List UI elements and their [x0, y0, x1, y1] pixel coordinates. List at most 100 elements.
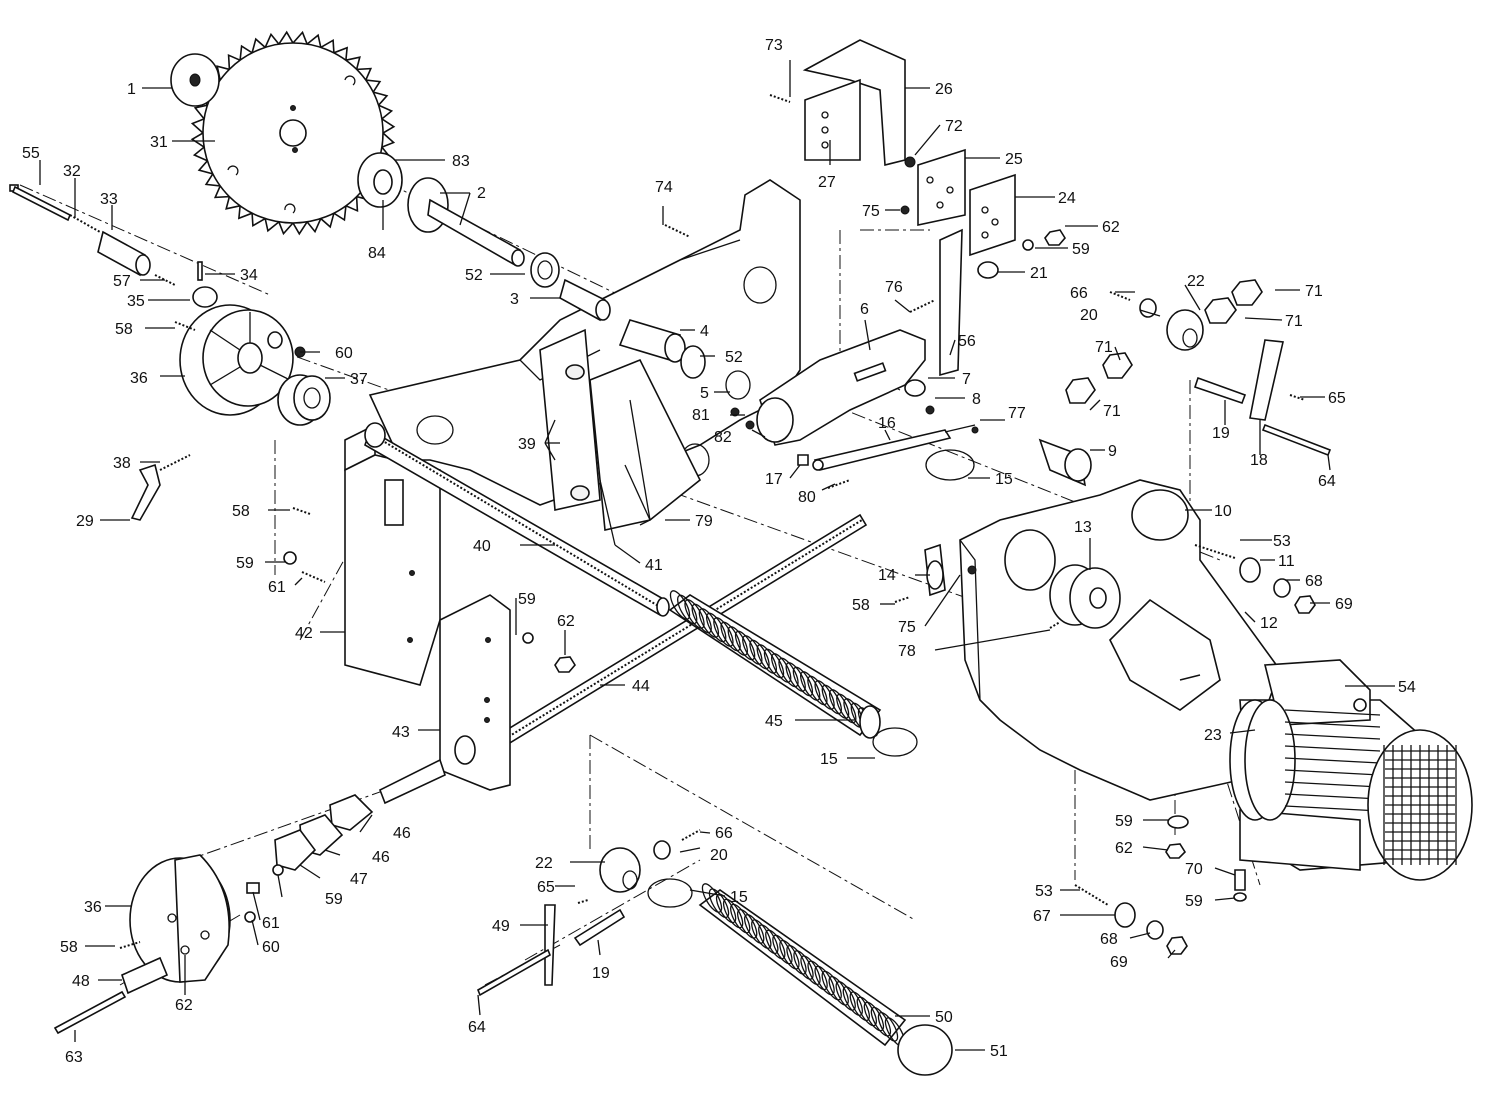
callout-5: 5 — [700, 385, 709, 402]
callout-16: 16 — [878, 415, 896, 432]
flange-1 — [170, 53, 220, 107]
callout-46a: 46 — [393, 825, 411, 842]
screw-74 — [664, 224, 691, 238]
callout-52b: 52 — [725, 349, 743, 366]
callout-65a: 65 — [1328, 390, 1346, 407]
bolt-55 — [9, 184, 72, 222]
callout-21: 21 — [1030, 265, 1048, 282]
callout-63: 63 — [65, 1049, 83, 1066]
callout-62b: 62 — [1102, 219, 1120, 236]
callout-74: 74 — [655, 179, 673, 196]
washer-59-frame — [283, 551, 297, 565]
callout-80: 80 — [798, 489, 816, 506]
callout-58a: 58 — [115, 321, 133, 338]
callout-66b: 66 — [715, 825, 733, 842]
callout-59c: 59 — [1072, 241, 1090, 258]
callout-36b: 36 — [84, 899, 102, 916]
washer-68-lower — [1146, 920, 1164, 940]
lead-screw-40 — [364, 422, 670, 617]
callout-3: 3 — [510, 291, 519, 308]
callout-32: 32 — [63, 163, 81, 180]
screw-82 — [745, 420, 755, 430]
callout-57: 57 — [113, 273, 131, 290]
bolt-64-upper — [1261, 423, 1332, 457]
screw-58-upper — [174, 321, 196, 331]
nut-62-right — [1165, 843, 1187, 859]
callout-62a: 62 — [557, 613, 575, 630]
spacer-20-lower — [653, 840, 671, 860]
callout-69b: 69 — [1110, 954, 1128, 971]
saw-blade — [190, 30, 396, 236]
callout-33: 33 — [100, 191, 118, 208]
callout-59d: 59 — [325, 891, 343, 908]
callout-37: 37 — [350, 371, 368, 388]
nut-62-upper — [1044, 229, 1066, 246]
callout-59a: 59 — [236, 555, 254, 572]
callout-56: 56 — [958, 333, 976, 350]
nut-69-upper — [1294, 595, 1316, 614]
pin-34 — [197, 261, 203, 281]
hub-35 — [192, 286, 218, 308]
nut-71d — [1065, 377, 1096, 404]
callout-36a: 36 — [130, 370, 148, 387]
callout-77: 77 — [1008, 405, 1026, 422]
washer-68-upper — [1273, 578, 1291, 598]
nut-22-upper — [1166, 309, 1204, 351]
screw-58-center — [894, 596, 911, 603]
callout-8: 8 — [972, 391, 981, 408]
plate-43 — [439, 594, 511, 791]
bearing-52a — [530, 252, 560, 288]
callout-12: 12 — [1260, 615, 1278, 632]
callout-58c: 58 — [852, 597, 870, 614]
callout-1: 1 — [127, 81, 136, 98]
callout-2: 2 — [477, 185, 486, 202]
callout-50: 50 — [935, 1009, 953, 1026]
nut-71a — [1231, 279, 1263, 306]
callout-49: 49 — [492, 918, 510, 935]
callout-70: 70 — [1185, 861, 1203, 878]
callout-4: 4 — [700, 323, 709, 340]
callout-76: 76 — [885, 279, 903, 296]
screw-80 — [827, 479, 851, 489]
callout-71a: 71 — [1305, 283, 1323, 300]
callout-34: 34 — [240, 267, 258, 284]
bushing-4 — [618, 319, 686, 363]
link-49 — [544, 904, 556, 986]
callout-46b: 46 — [372, 849, 390, 866]
washer-59-motor — [1233, 892, 1247, 902]
washer-11 — [1239, 557, 1261, 583]
bushing-9 — [1038, 438, 1092, 487]
bolt-70 — [1234, 869, 1246, 891]
motor-housing — [959, 479, 1281, 801]
callout-42: 42 — [295, 625, 313, 642]
callout-25: 25 — [1005, 151, 1023, 168]
pin-19-lower — [573, 908, 626, 947]
callout-20b: 20 — [710, 847, 728, 864]
callout-13: 13 — [1074, 519, 1092, 536]
washer-59-center — [522, 632, 534, 644]
callout-81: 81 — [692, 407, 710, 424]
callout-22b: 22 — [535, 855, 553, 872]
bearing-52b — [680, 345, 706, 379]
plate-24 — [969, 173, 1016, 257]
callout-15a: 15 — [995, 471, 1013, 488]
nut-71c — [1102, 352, 1133, 379]
plates-39-41 — [539, 328, 702, 531]
callout-69a: 69 — [1335, 596, 1353, 613]
callout-71b: 71 — [1285, 313, 1303, 330]
shaft-lower — [378, 758, 446, 805]
callout-11: 11 — [1278, 553, 1295, 570]
callout-84: 84 — [368, 245, 386, 262]
callout-71d: 71 — [1103, 403, 1121, 420]
strip-56 — [939, 228, 963, 377]
screw-66-lower — [681, 829, 701, 841]
sleeve-3-end — [595, 299, 611, 321]
screw-75-upper — [900, 205, 910, 215]
pin-61-lower — [246, 882, 260, 894]
callout-72: 72 — [945, 118, 963, 135]
callout-40: 40 — [473, 538, 491, 555]
screw-8 — [925, 405, 935, 415]
callout-53b: 53 — [1035, 883, 1053, 900]
callout-38: 38 — [113, 455, 131, 472]
screw-78 — [1049, 621, 1061, 629]
